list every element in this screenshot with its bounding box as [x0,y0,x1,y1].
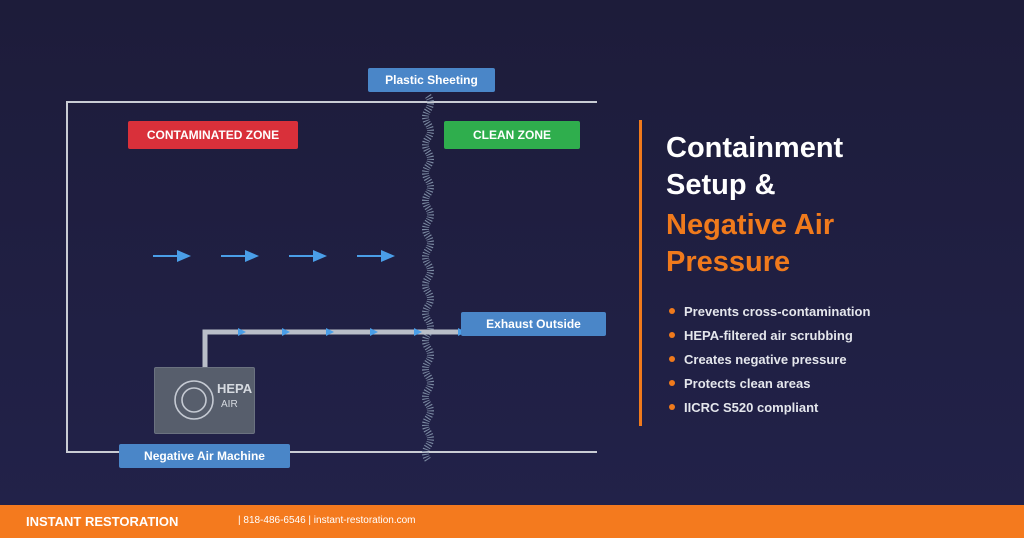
benefit-item: Creates negative pressure [669,347,870,371]
duct-flow-marker-icon [238,328,246,336]
bullet-dot-icon [669,332,675,338]
duct-flow-marker-icon [414,328,422,336]
benefit-text: Protects clean areas [684,375,811,391]
plastic-sheeting-label: Plastic Sheeting [368,68,495,92]
negative-air-machine-label: Negative Air Machine [119,444,290,468]
accent-divider [639,120,642,426]
bullet-dot-icon [669,380,675,386]
exhaust-outside-label: Exhaust Outside [461,312,606,336]
exhaust-duct [202,328,478,367]
duct-flow-marker-icon [282,328,290,336]
containment-diagram [66,93,597,463]
duct-flow-marker-icon [326,328,334,336]
negative-air-machine [154,367,255,434]
benefit-text: IICRC S520 compliant [684,399,819,415]
machine-fan-icon [174,380,214,420]
clean-zone-label: CLEAN ZONE [444,121,580,149]
plastic-sheeting-barrier [422,93,434,463]
airflow-arrow-icon [289,250,327,262]
machine-hepa-text: HEPA [217,381,253,396]
benefit-item: HEPA-filtered air scrubbing [669,323,870,347]
title-line-2: Setup & [666,169,776,201]
benefit-text: Prevents cross-contamination [684,303,871,319]
airflow-arrow-icon [153,250,191,262]
airflow-arrows [153,250,395,262]
benefits-list: Prevents cross-contamination HEPA-filter… [669,299,870,419]
bullet-dot-icon [669,308,675,314]
footer-bar: INSTANT RESTORATION | 818-486-6546 | ins… [0,505,1024,538]
benefit-item: IICRC S520 compliant [669,395,870,419]
benefit-text: Creates negative pressure [684,351,847,367]
benefit-text: HEPA-filtered air scrubbing [684,327,853,343]
title-line-1: Containment [666,132,844,164]
title-line-4: Pressure [666,246,791,278]
title-line-3: Negative Air [666,209,835,241]
airflow-arrow-icon [221,250,259,262]
bullet-dot-icon [669,404,675,410]
contact-info: | 818-486-6546 | instant-restoration.com [238,515,416,526]
containment-wall [66,101,597,453]
duct-flow-marker-icon [370,328,378,336]
airflow-arrow-icon [357,250,395,262]
machine-air-text: AIR [221,399,238,410]
bullet-dot-icon [669,356,675,362]
benefit-item: Protects clean areas [669,371,870,395]
contaminated-zone-label: CONTAMINATED ZONE [128,121,298,149]
brand-name: INSTANT RESTORATION [26,514,179,529]
benefit-item: Prevents cross-contamination [669,299,870,323]
